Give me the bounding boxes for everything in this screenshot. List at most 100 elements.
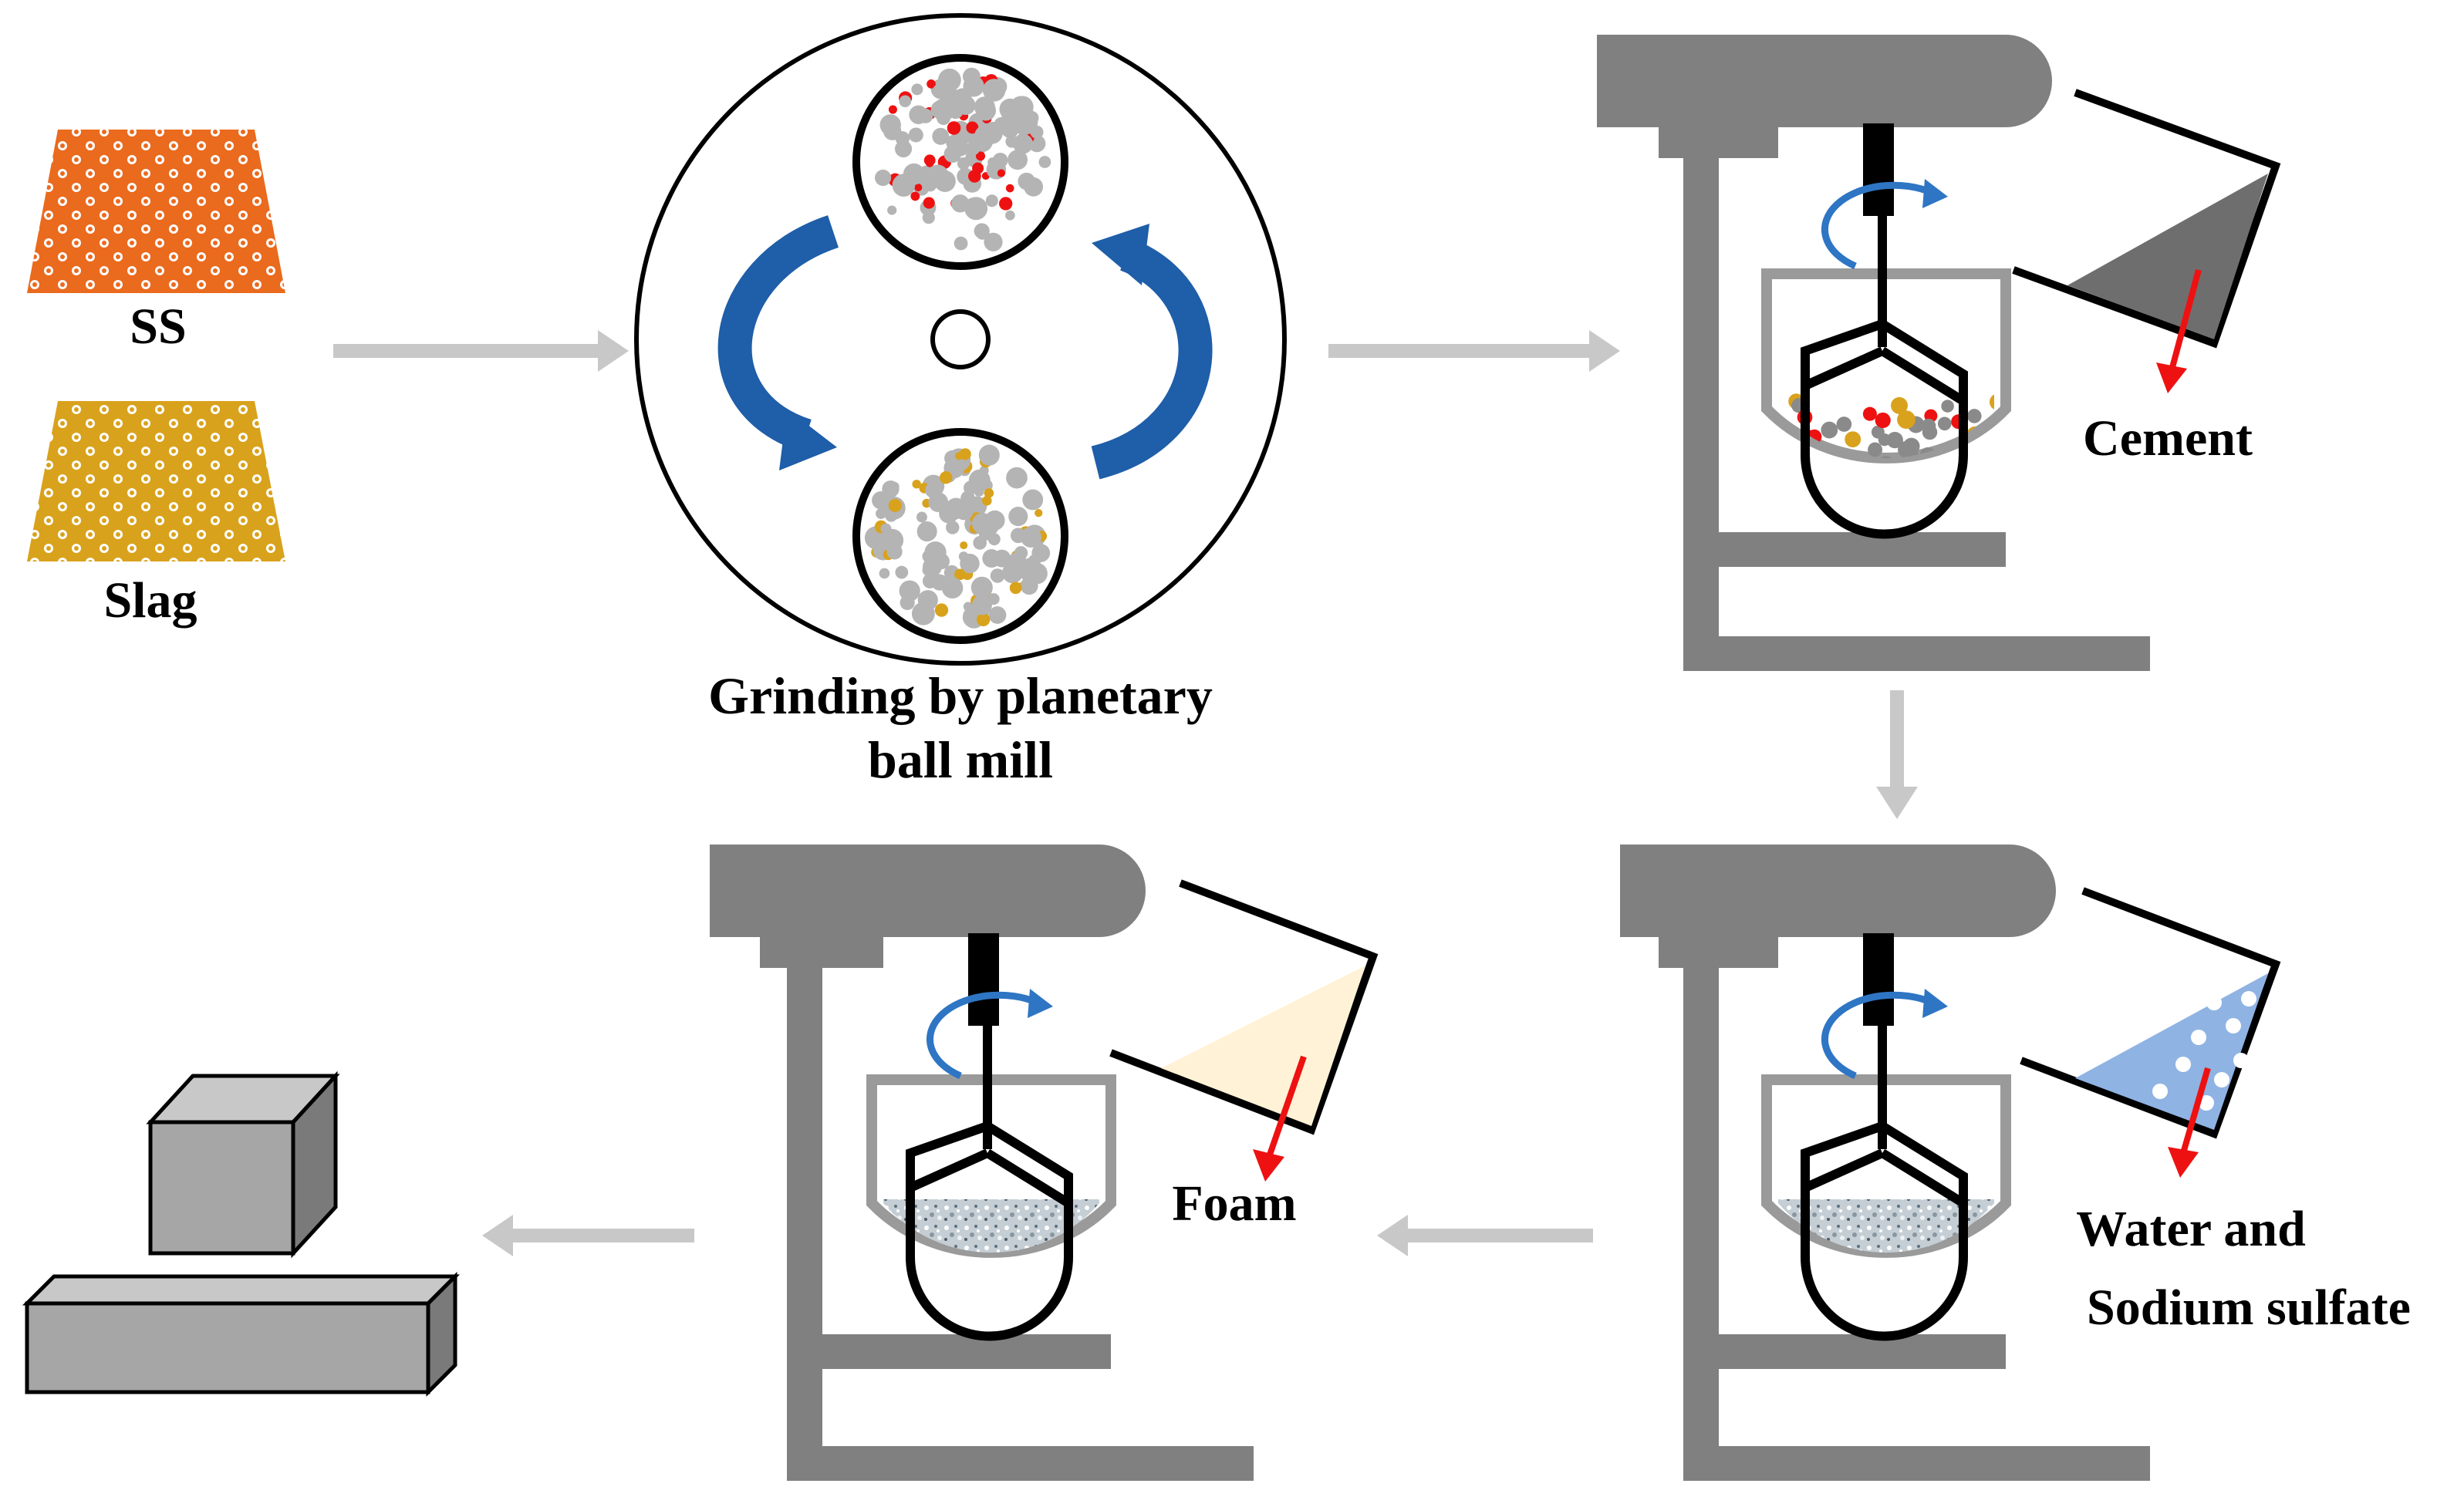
pour-arrow-icon (2156, 268, 2202, 393)
particle (1014, 546, 1028, 560)
foam-label: Foam (1172, 1175, 1296, 1232)
particle (923, 179, 937, 192)
particle (1005, 184, 1014, 193)
particle (922, 573, 938, 588)
particle (1848, 500, 1862, 514)
cube-specimen (146, 1070, 340, 1259)
particle (922, 564, 935, 577)
particle (1875, 412, 1891, 429)
prism-specimen (22, 1271, 461, 1398)
particle (981, 495, 992, 506)
particle (1898, 440, 1915, 458)
particle (1008, 507, 1028, 527)
particle (1022, 489, 1044, 511)
particle (933, 170, 956, 192)
particle (932, 127, 950, 145)
particle (955, 452, 964, 460)
particle (981, 479, 993, 491)
particle (1035, 508, 1043, 518)
particle (1768, 482, 1784, 497)
particle (1775, 464, 1790, 478)
particle (1892, 497, 1908, 513)
particle (941, 577, 964, 599)
particle (974, 223, 990, 239)
particle (1862, 406, 1877, 421)
particle (1005, 210, 1015, 221)
water-liquid (2075, 973, 2268, 1130)
bubble (2199, 1095, 2214, 1111)
particle (1845, 431, 1862, 448)
particle (925, 159, 934, 167)
rotation-arrow-icon (1091, 224, 1213, 480)
particle (908, 127, 923, 143)
process-arrow-icon (1876, 690, 1918, 819)
particle (912, 479, 921, 489)
particle (984, 232, 1003, 251)
particle (957, 167, 974, 185)
particle (910, 191, 920, 201)
particle (975, 151, 986, 161)
particle (966, 121, 979, 134)
particle (960, 541, 968, 550)
particle (1978, 448, 1994, 459)
bubble (2233, 1053, 2249, 1068)
particle (979, 465, 989, 476)
particle (914, 184, 923, 192)
rotation-arrow-icon (1821, 179, 1948, 270)
particle (1780, 440, 1797, 455)
process-arrow-icon (1328, 330, 1620, 372)
bubble (2206, 995, 2222, 1010)
particle (1031, 544, 1051, 562)
particle (973, 535, 987, 550)
mixer-foam-stage: Foam (710, 845, 1379, 1481)
particle (874, 169, 892, 187)
particle (963, 67, 981, 86)
particle (966, 141, 981, 156)
process-arrow-icon (1377, 1215, 1593, 1256)
particle (899, 580, 920, 602)
particle (916, 521, 937, 542)
particle (1971, 485, 1985, 499)
particle (1765, 505, 1783, 523)
particle (1832, 457, 1845, 459)
particle (1020, 526, 1041, 548)
particle (1030, 125, 1044, 139)
slag-powder-swatch (27, 401, 285, 561)
particle (1921, 418, 1936, 433)
particle (999, 98, 1021, 120)
particle (1897, 410, 1916, 430)
particle (1821, 421, 1838, 439)
cement-powder (2067, 174, 2268, 339)
particle (876, 507, 887, 519)
ss-label: SS (130, 298, 186, 355)
particle (922, 550, 935, 563)
particle (1989, 393, 1994, 411)
particle (1886, 431, 1903, 449)
process-arrow-icon (333, 330, 629, 372)
particle (993, 549, 1011, 568)
particle (954, 236, 968, 251)
rotation-arrow-icon (1821, 989, 1948, 1080)
pour-arrow-icon (1253, 1055, 1307, 1182)
particle (971, 513, 994, 534)
particle (886, 544, 903, 560)
grinding-label-line2: ball mill (868, 730, 1053, 789)
bubble (2241, 991, 2256, 1006)
particle (942, 72, 955, 86)
particle (894, 140, 913, 158)
particle (923, 197, 935, 209)
planetary-ball-mill: Grinding by planetary ball mill (634, 13, 1287, 789)
particle (1008, 150, 1028, 170)
pour-arrow-icon (2168, 1067, 2211, 1178)
particle (1885, 496, 1899, 510)
particle (1787, 510, 1800, 523)
bubble (2175, 1057, 2191, 1072)
particle (933, 84, 944, 96)
particle (990, 568, 1005, 583)
particle (888, 498, 902, 512)
particle (934, 603, 949, 617)
particle (954, 501, 974, 521)
particle (972, 595, 992, 615)
particle (946, 521, 960, 534)
